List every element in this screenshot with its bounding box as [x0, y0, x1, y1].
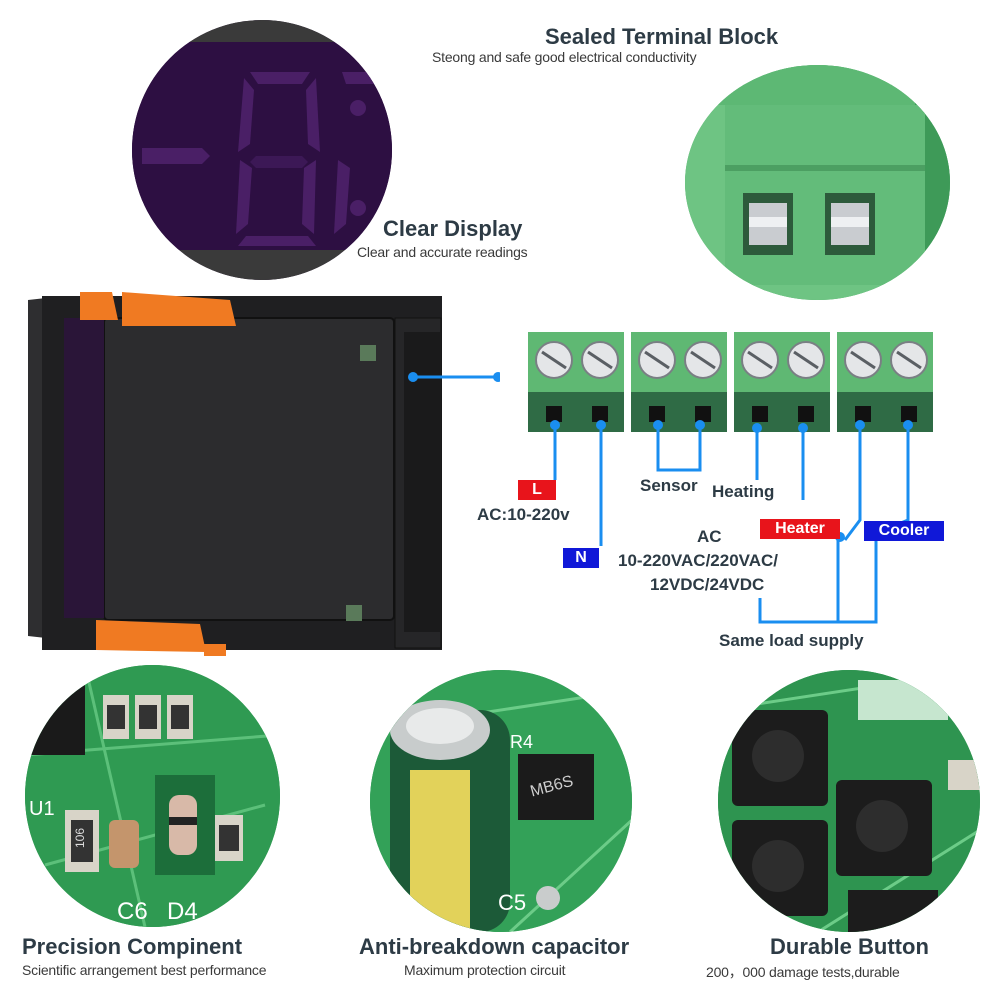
terminal-block-title: Sealed Terminal Block: [545, 24, 779, 49]
ac-input-label: AC:10-220v: [477, 505, 570, 524]
neutral-terminal-tag: N: [563, 548, 599, 568]
terminal-strip: [528, 332, 933, 624]
voltage-line-1: 10-220VAC/220VAC/: [618, 551, 779, 570]
pcb-mark-c5: C5: [498, 890, 526, 915]
precision-component-closeup: 106 U1 C6 D4: [25, 665, 280, 927]
terminal-block-cooling: [837, 332, 933, 432]
terminal-block-heating: [734, 332, 830, 432]
precision-component-subtitle: Scientific arrangement best performance: [22, 962, 267, 978]
capacitor-illustration: MB6S R4 C5: [370, 670, 632, 932]
heater-tag: Heater: [760, 519, 840, 539]
terminal-block-power: [528, 332, 624, 432]
ac-label: AC: [697, 527, 722, 546]
thermostat-side-view: [28, 292, 500, 656]
capacitor-closeup: MB6S R4 C5: [370, 670, 632, 932]
capacitor-subtitle: Maximum protection circuit: [404, 962, 566, 978]
terminal-block-closeup: [685, 65, 950, 300]
terminal-block-illustration: [685, 65, 950, 300]
sensor-label: Sensor: [640, 476, 698, 495]
pcb-mark-u1: U1: [29, 798, 55, 820]
durable-button-subtitle: 200，000 damage tests,durable: [706, 964, 900, 980]
durable-button-closeup: [718, 670, 980, 932]
pcb-mark-r4: R4: [510, 732, 533, 752]
pcb-mark-c6: C6: [117, 898, 148, 925]
heating-label: Heating: [712, 482, 775, 501]
svg-text:106: 106: [73, 828, 87, 848]
live-terminal-tag: L: [518, 480, 556, 500]
terminal-block-sensor: [631, 332, 727, 432]
pcb-components-illustration: 106 U1 C6 D4: [25, 665, 280, 927]
cooler-tag: Cooler: [864, 521, 944, 541]
voltage-line-2: 12VDC/24VDC: [650, 575, 765, 594]
terminal-block-subtitle: Steong and safe good electrical conducti…: [432, 49, 697, 65]
seven-segment-digits: [132, 20, 392, 280]
same-load-supply-label: Same load supply: [719, 631, 864, 650]
precision-component-title: Precision Compinent: [22, 934, 243, 959]
display-closeup: [132, 20, 392, 280]
capacitor-title: Anti-breakdown capacitor: [359, 934, 630, 959]
clear-display-subtitle: Clear and accurate readings: [357, 244, 528, 260]
clear-display-title: Clear Display: [383, 216, 523, 241]
tactile-buttons-illustration: [718, 670, 980, 932]
pcb-mark-d4: D4: [167, 898, 198, 925]
durable-button-title: Durable Button: [770, 934, 929, 959]
